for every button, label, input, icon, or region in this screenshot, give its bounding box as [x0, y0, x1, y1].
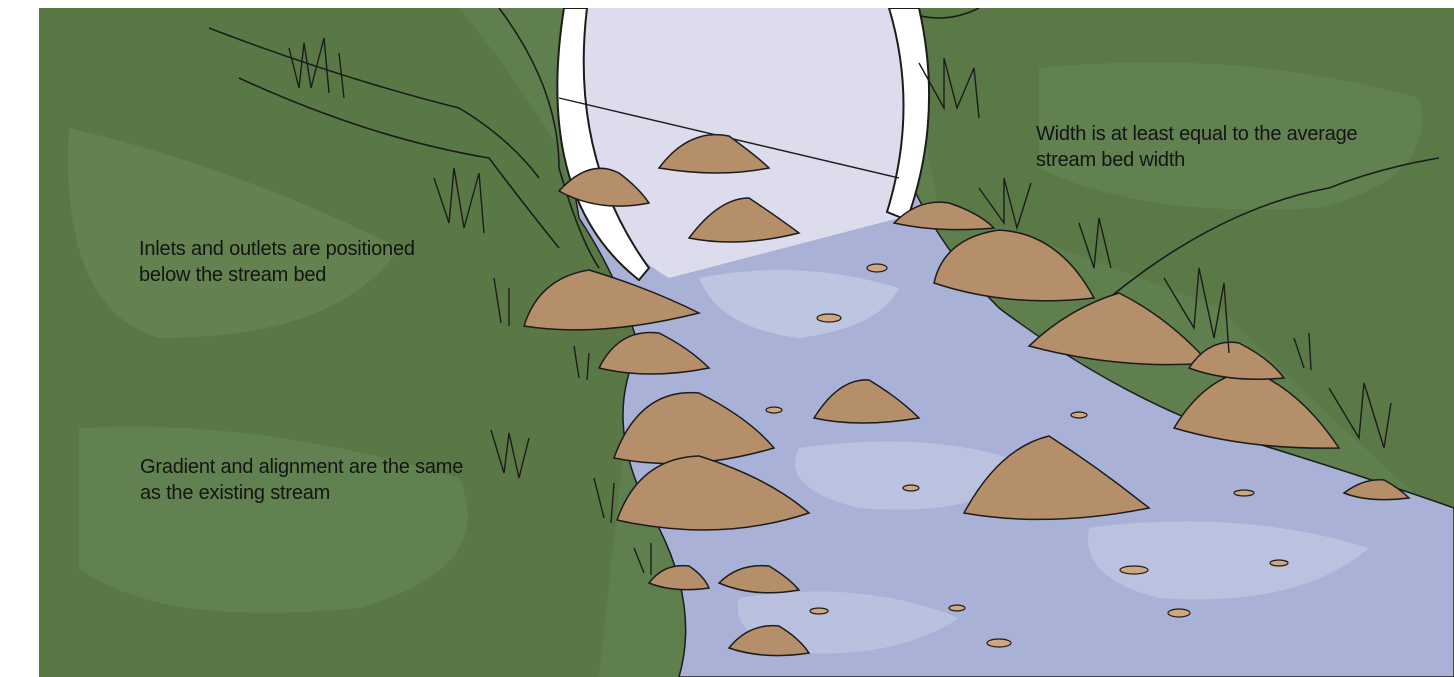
pebble: [987, 639, 1011, 647]
pebble: [949, 605, 965, 611]
scene-drawing: [39, 8, 1454, 677]
pebble: [1168, 609, 1190, 617]
pebble: [1234, 490, 1254, 496]
pebble: [1270, 560, 1288, 566]
pebble: [1071, 412, 1087, 418]
caption-gradient-alignment: Gradient and alignment are the same as t…: [140, 454, 470, 506]
caption-inlets-outlets: Inlets and outlets are positioned below …: [139, 236, 429, 288]
pebble: [1120, 566, 1148, 574]
caption-width: Width is at least equal to the average s…: [1036, 121, 1416, 173]
pebble: [817, 314, 841, 322]
pebble: [766, 407, 782, 413]
pebble: [903, 485, 919, 491]
culvert-stream-scene: Inlets and outlets are positioned below …: [39, 8, 1454, 677]
pebble: [810, 608, 828, 614]
pebble: [867, 264, 887, 272]
